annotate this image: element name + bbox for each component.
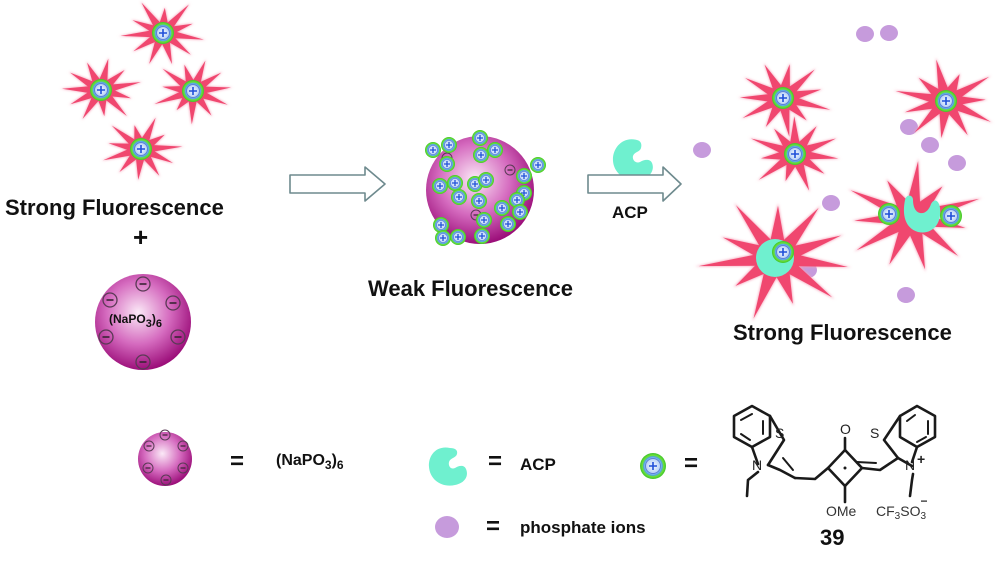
stage3-label: Strong Fluorescence [733,320,952,345]
legend-acp-text: ACP [520,455,556,474]
legend-equals: = [486,513,501,540]
cationic-probe-icon [783,142,807,166]
cationic-probe-icon [431,177,449,195]
legend-acp-icon [428,447,467,486]
phosphate-ion-icon [900,119,918,135]
legend-equals: = [488,448,503,475]
counterion-label: CF3SO3− [876,494,927,522]
negative-charge-sign: − [920,494,928,508]
stage2-label: Weak Fluorescence [368,276,574,301]
legend-equals: = [230,448,245,475]
phosphate-ion-icon [693,142,711,158]
compound-number: 39 [820,525,845,550]
formula-subscript: 6 [155,318,162,330]
cationic-probe-icon [473,227,491,245]
formula-subscript: 3 [145,318,152,330]
formula-subscript: 3 [894,511,901,522]
cationic-probe-icon [472,146,490,164]
cationic-probe-icon [477,171,495,189]
aggregated-probes-on-napo3 [424,129,547,247]
reaction-arrow-2 [587,166,682,202]
cationic-probe-icon [475,211,493,229]
acp-enzyme-above-arrow [612,139,653,181]
cationic-probe-icon [89,78,113,102]
phosphate-ion-icon [822,195,840,211]
acp-enzyme-bound [903,195,941,233]
legend-napo3-sphere [138,429,192,486]
methoxy-label: OMe [826,503,857,519]
cationic-probe-icon [493,199,511,217]
phosphate-ion-icon [921,137,939,153]
cationic-probe-icon [486,141,504,159]
phosphate-ion-icon [880,25,898,41]
cationic-probe-icon [471,129,489,147]
formula-subscript: 3 [920,511,927,522]
formula-text: SO [900,503,921,519]
phosphate-ion-icon [856,26,874,42]
plus-sign: + [133,222,149,252]
phosphate-ion-icon [897,287,915,303]
formula-text: (NaPO [109,312,146,326]
atom-o-top: O [840,421,851,437]
cationic-probe-icon [129,137,153,161]
cationic-probe-icon [424,141,442,159]
formula-subscript: 3 [324,458,332,472]
cationic-probe-icon [515,167,533,185]
formula-text: ) [331,452,337,469]
cationic-probe-icon [939,204,963,228]
reaction-arrow-1 [289,166,386,202]
cationic-probe-icon [511,203,529,221]
phosphate-ion-icon [948,155,966,171]
cationic-probe-icon [440,136,458,154]
ring-dot [843,466,847,470]
atom-s-right: S [870,425,880,441]
cationic-probe-icon [151,21,175,45]
cationic-probe-icon [529,156,547,174]
legend-probe-icon [640,453,666,479]
formula-text: (NaPO [276,452,325,469]
squaraine-probe-structure-39 [732,404,937,504]
stage1-sphere-label: (NaPO3)6 [109,312,162,330]
formula-text: CF [876,503,895,519]
legend-phosphate-text: phosphate ions [520,518,646,537]
formula-subscript: 6 [336,458,344,472]
arrow2-label: ACP [612,203,648,222]
cationic-probe-icon [450,188,468,206]
atom-n-right: N [905,457,916,473]
atom-s-left: S [775,425,785,441]
cationic-probe-icon [434,229,452,247]
restored-fluorescence-probes [694,57,993,322]
legend-phosphate-icon [435,516,459,538]
formula-text: ) [151,312,156,326]
legend-napo3-text: (NaPO3)6 [276,452,344,472]
cationic-probe-icon [470,192,488,210]
cationic-probe-icon [877,202,901,226]
positive-charge: + [917,451,926,467]
cationic-probe-icon [771,86,795,110]
napo3-sphere-stage1 [95,274,191,370]
strong-fluorescence-probes [60,1,233,182]
cationic-probe-icon [499,215,517,233]
cationic-probe-icon [449,228,467,246]
cationic-probe-icon [771,240,795,264]
cationic-probe-icon [446,174,464,192]
stage1-label: Strong Fluorescence [5,195,224,220]
cationic-probe-icon [438,155,456,173]
legend-equals: = [684,450,699,477]
atom-n-left: N [752,457,763,473]
formula-subscript-group: 3− [920,494,927,522]
cationic-probe-icon [934,89,958,113]
cationic-probe-icon [181,79,205,103]
